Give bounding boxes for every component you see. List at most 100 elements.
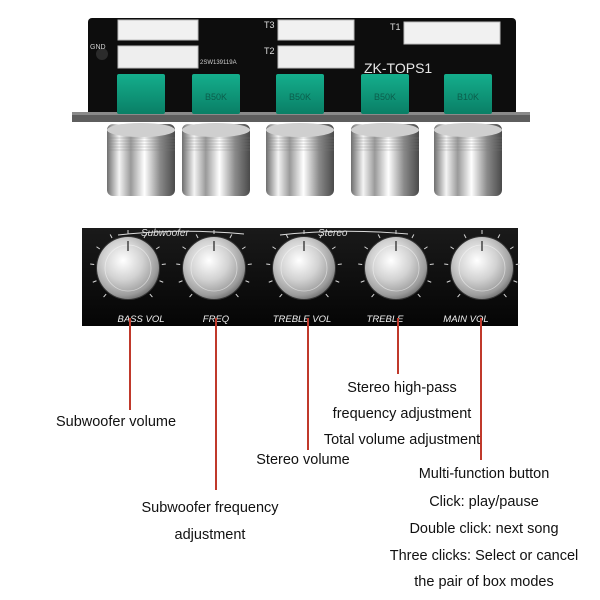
callout-highpass-line2: frequency adjustment xyxy=(332,406,472,422)
group-arc-stereo xyxy=(279,230,409,236)
scale-tick xyxy=(96,246,101,250)
pot-value-label: B50K xyxy=(289,92,311,102)
scale-tick xyxy=(109,234,113,239)
scale-tick xyxy=(182,246,187,250)
scale-tick xyxy=(360,280,365,283)
model-label: ZK-TOPS1 xyxy=(364,60,432,76)
scale-tick xyxy=(364,246,369,250)
top-pot-3: B50K xyxy=(266,74,334,196)
scale-tick xyxy=(427,280,432,283)
scale-tick xyxy=(92,280,97,283)
scale-tick xyxy=(229,234,233,239)
leader-line-main-vol xyxy=(480,318,482,460)
callout-subwoofer-frequency-line1: Subwoofer frequency xyxy=(141,500,279,516)
connector-t3 xyxy=(277,19,355,41)
top-pot-row: B50K B50K B50K B10K xyxy=(107,74,502,196)
callout-multi-click: Click: play/pause xyxy=(429,494,539,510)
scale-tick xyxy=(423,246,428,250)
top-pot-4: B50K xyxy=(351,74,419,196)
callout-multi-double: Double click: next song xyxy=(409,521,559,537)
pot-body xyxy=(192,74,240,114)
panel-knob-1[interactable] xyxy=(90,230,166,300)
silk-gnd: GND xyxy=(90,44,106,51)
connector-t1-right xyxy=(403,21,501,45)
callout-total-volume: Total volume adjustment xyxy=(323,432,481,448)
chrome-knob-rim xyxy=(266,123,334,137)
pot-value-label: B50K xyxy=(205,92,227,102)
connector-t2 xyxy=(277,45,355,69)
panel-knob-3[interactable] xyxy=(266,230,342,300)
scale-tick xyxy=(272,246,277,250)
scale-tick xyxy=(149,293,153,298)
silk-code: 2SW139119A xyxy=(200,60,237,66)
scale-tick xyxy=(235,293,239,298)
panel-knob-2[interactable] xyxy=(176,230,252,300)
pot-value-label: B10K xyxy=(457,92,479,102)
knob-label-bass-vol: BASS VOL xyxy=(118,314,165,325)
scale-tick xyxy=(245,280,250,283)
scale-tick xyxy=(325,293,329,298)
knob-cap xyxy=(183,237,245,299)
scale-tick xyxy=(446,280,451,283)
scale-tick xyxy=(463,234,467,239)
scale-tick xyxy=(457,293,461,298)
scale-tick xyxy=(503,293,507,298)
pot-body xyxy=(444,74,492,114)
callout-subwoofer-volume: Subwoofer volume xyxy=(55,414,177,430)
callout-multi-function: Multi-function button xyxy=(418,466,550,482)
knob-cap xyxy=(273,237,335,299)
scale-tick xyxy=(417,293,421,298)
panel-knob-row xyxy=(90,230,520,300)
leader-line-treble-vol xyxy=(307,318,309,450)
chrome-knob-side xyxy=(351,124,419,196)
leader-line-freq xyxy=(215,318,217,490)
connector-label-t2: T2 xyxy=(264,46,275,56)
leader-line-bass-vol xyxy=(129,318,131,410)
scale-tick xyxy=(335,280,340,283)
top-pot-2: B50K xyxy=(182,74,250,196)
scale-tick xyxy=(411,234,415,239)
chrome-knob-rim xyxy=(351,123,419,137)
scale-tick xyxy=(178,280,183,283)
scale-tick xyxy=(450,246,455,250)
scale-tick xyxy=(103,293,107,298)
mount-hole xyxy=(96,48,108,60)
knob-cap xyxy=(451,237,513,299)
scale-tick xyxy=(159,280,164,283)
scale-tick xyxy=(195,234,199,239)
chrome-knob-rim xyxy=(434,123,502,137)
top-pot-5: B10K xyxy=(434,74,502,196)
scale-tick xyxy=(279,293,283,298)
chrome-knob-side xyxy=(434,124,502,196)
chrome-knob-side xyxy=(182,124,250,196)
connector-label-t1: T1 xyxy=(390,22,401,32)
callout-highpass-line1: Stereo high-pass xyxy=(347,380,457,396)
knob-cap xyxy=(365,237,427,299)
connector-t1-left xyxy=(117,19,199,69)
pot-body xyxy=(117,74,165,114)
callout-subwoofer-frequency-line2: adjustment xyxy=(174,527,246,543)
callout-stereo-volume: Stereo volume xyxy=(256,452,350,468)
scale-tick xyxy=(509,246,514,250)
knob-cap xyxy=(97,237,159,299)
scale-tick xyxy=(319,234,323,239)
scale-tick xyxy=(497,234,501,239)
panel-knob-5[interactable] xyxy=(444,230,520,300)
pot-body xyxy=(276,74,324,114)
scale-tick xyxy=(189,293,193,298)
knob-label-treble-vol: TREBLE VOL xyxy=(273,314,332,325)
knob-label-main-vol: MAIN VOL xyxy=(443,314,488,325)
panel-knob-4[interactable] xyxy=(358,230,434,300)
scale-tick xyxy=(377,234,381,239)
scale-tick xyxy=(331,246,336,250)
scale-tick xyxy=(155,246,160,250)
chrome-knob-side xyxy=(266,124,334,196)
leader-line-treble xyxy=(397,318,399,374)
knob-label-treble: TREBLE xyxy=(367,314,405,325)
scale-tick xyxy=(513,280,518,283)
connector-label-t3: T3 xyxy=(264,20,275,30)
scale-tick xyxy=(285,234,289,239)
chrome-knob-rim xyxy=(182,123,250,137)
top-pot-1 xyxy=(107,74,175,196)
